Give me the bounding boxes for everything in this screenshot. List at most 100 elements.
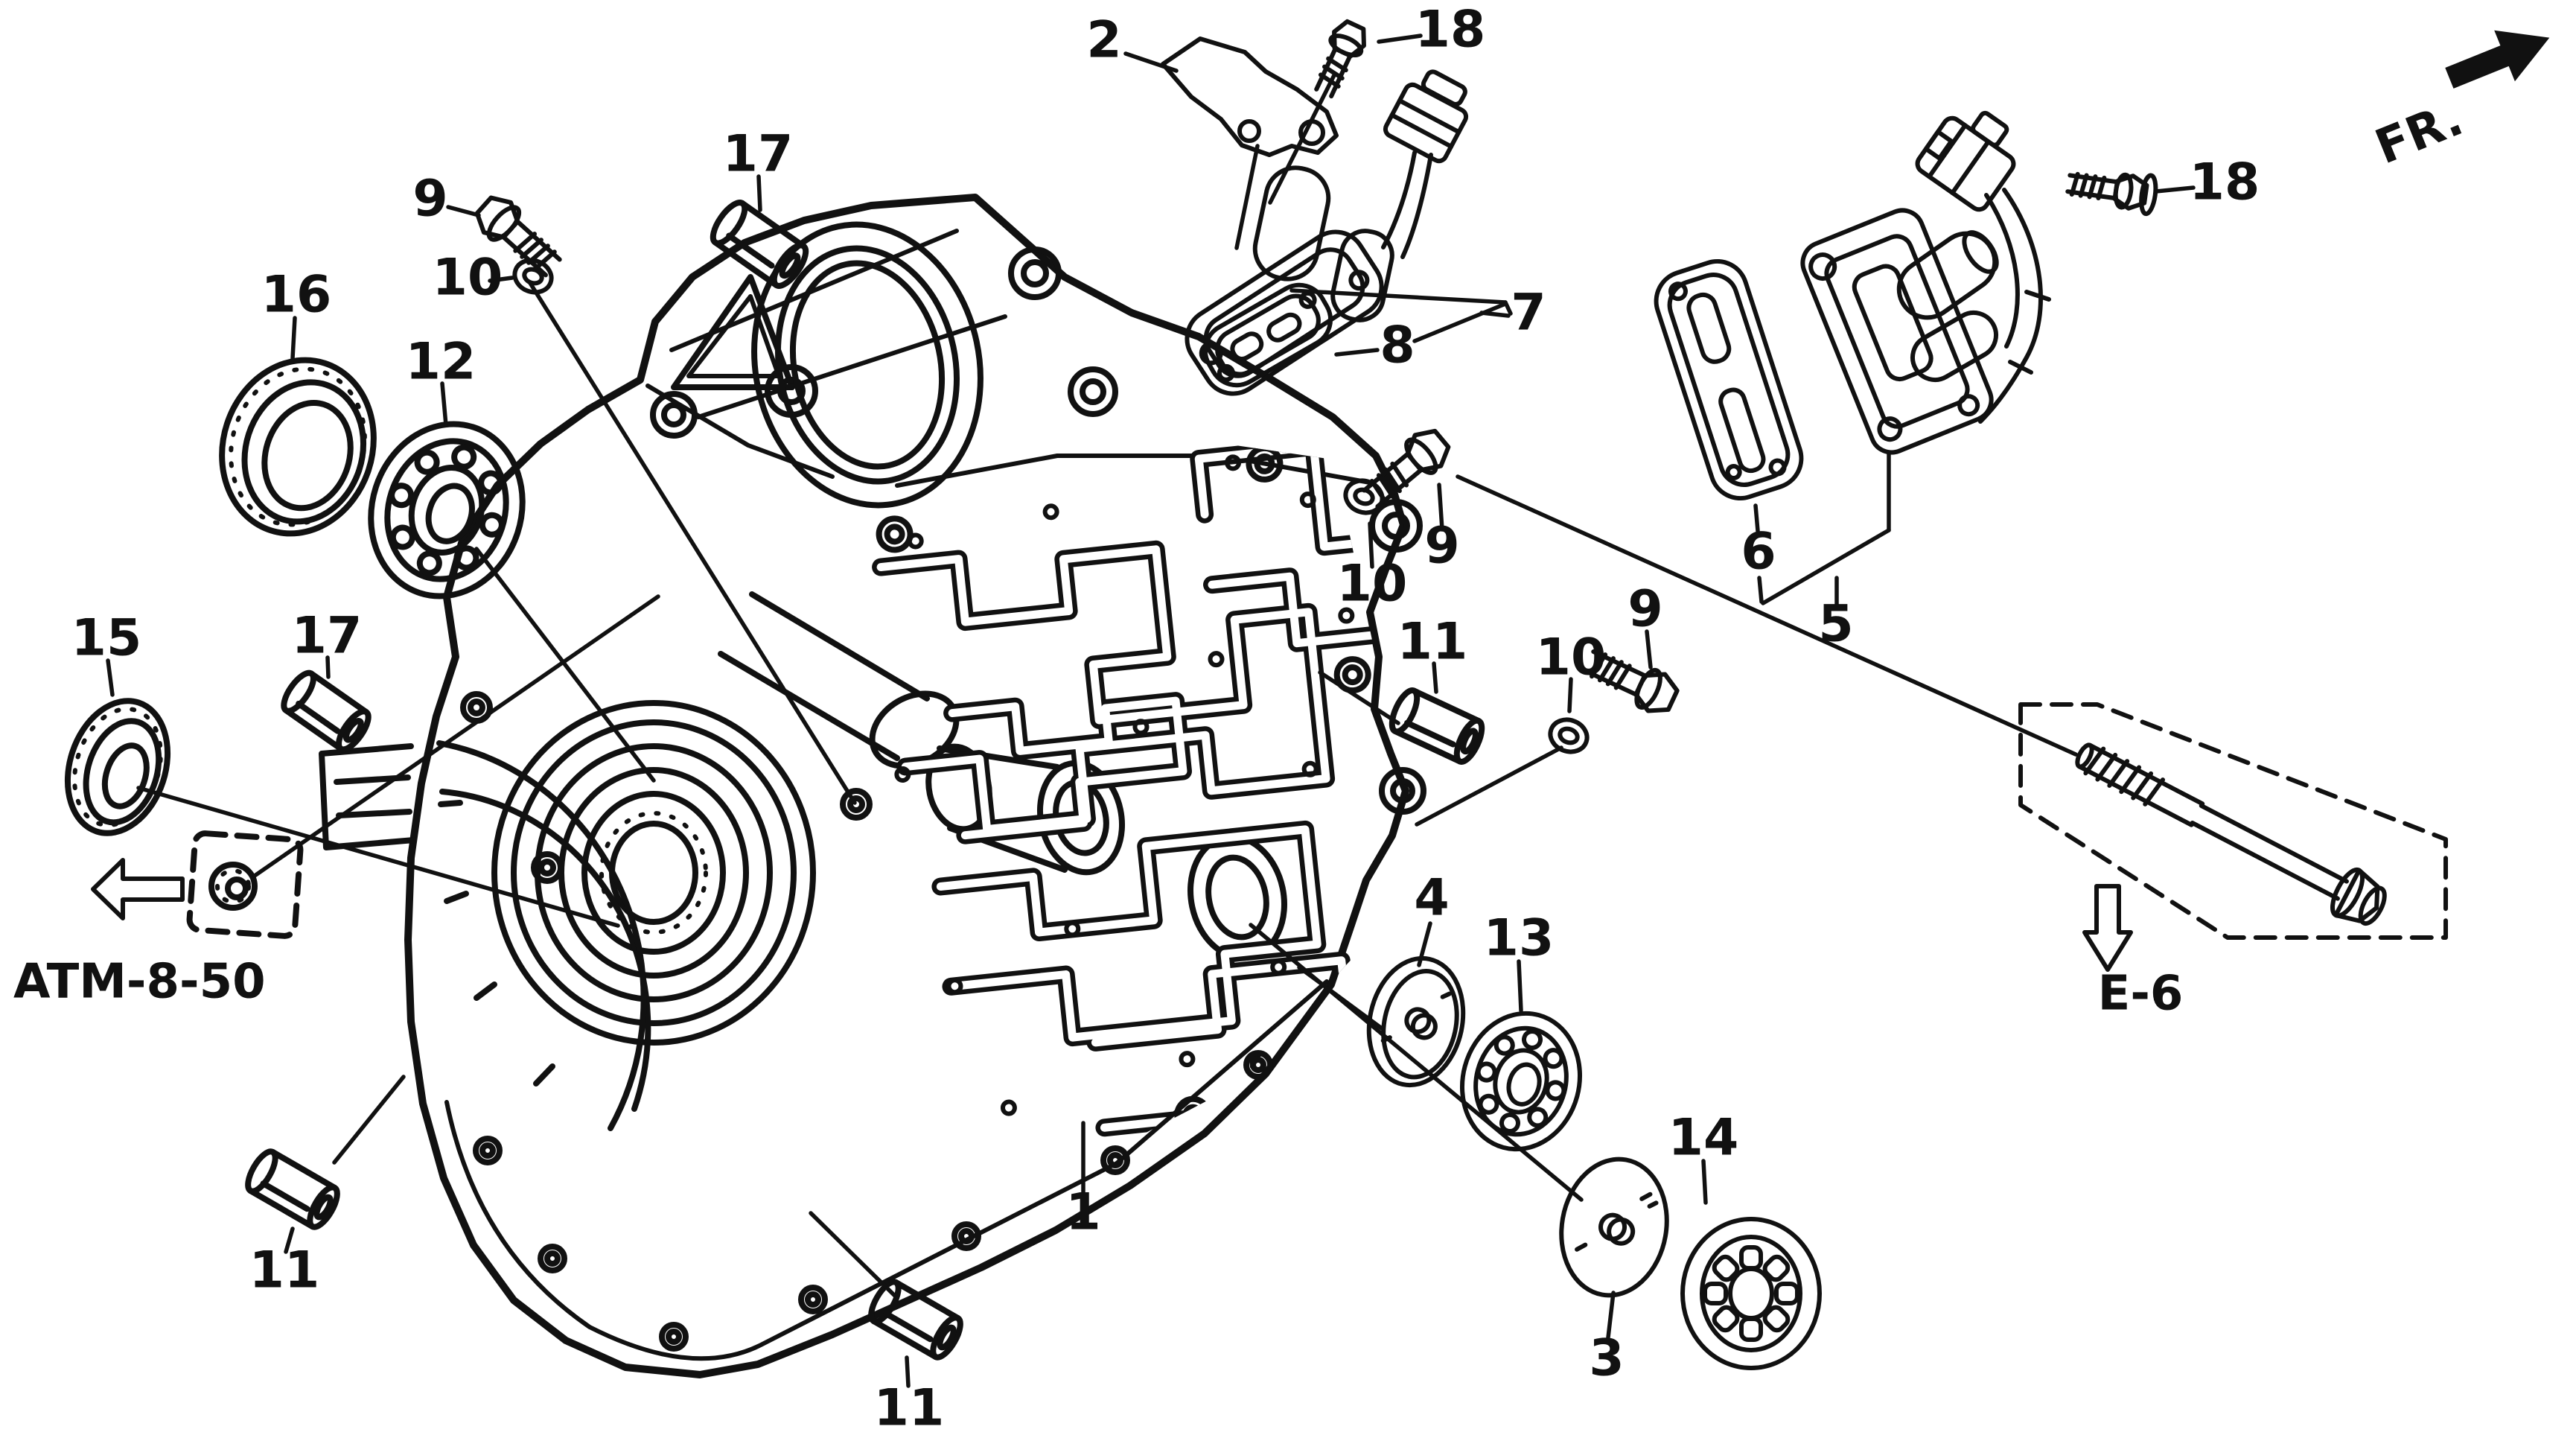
part-15-oil-seal [64, 698, 171, 836]
part-17-dowel-collar [710, 200, 809, 289]
e6-ref-label: E-6 [2098, 967, 2184, 1022]
leader-line [1567, 677, 1573, 713]
fr-arrow-icon [2445, 30, 2550, 89]
callout-18: 18 [1415, 1, 1486, 60]
part-9-flange-bolt [1582, 649, 1680, 713]
callout-14: 14 [1668, 1109, 1739, 1168]
leader-line [1701, 1159, 1708, 1205]
leader-line [1297, 965, 1384, 1031]
leader-line [1645, 629, 1653, 669]
leader-line [1761, 528, 1891, 605]
callout-18: 18 [2190, 153, 2260, 212]
part-8-gasket [1202, 282, 1333, 388]
atm-ref-label: ATM-8-50 [13, 955, 266, 1010]
callout-10: 10 [1337, 555, 1408, 614]
e6-down-arrow-icon [2082, 884, 2133, 972]
leader-line [1437, 483, 1444, 532]
callout-15: 15 [71, 609, 142, 668]
atm-ref-group: ATM-8-50 [13, 858, 266, 1010]
part-17-dowel-collar [281, 669, 372, 753]
leader-line [1415, 745, 1563, 827]
callout-9: 9 [1627, 580, 1662, 639]
leader-line [290, 316, 297, 360]
leader-line [1757, 576, 1764, 604]
part-2-harness-bracket [1161, 36, 1339, 157]
leader-line [1234, 144, 1260, 250]
leader-line [488, 276, 514, 283]
fr-direction-label: FR. [2368, 92, 2471, 176]
callout-12: 12 [406, 333, 476, 392]
part-11-collar [1389, 687, 1485, 765]
atm-ref-grommet [186, 830, 304, 939]
part-18-bolt [1314, 19, 1366, 99]
leader-line [1753, 503, 1760, 533]
leader-line [1412, 302, 1508, 343]
callout-11: 11 [874, 1379, 945, 1438]
torque-converter-housing [319, 194, 1426, 1378]
leader-line [1123, 51, 1179, 73]
callout-9: 9 [1424, 517, 1459, 576]
leader-line [1606, 1291, 1616, 1340]
e6-ref-group: E-6 [2018, 702, 2448, 1022]
callout-11: 11 [1397, 613, 1468, 672]
e6-flange-bolt [2075, 742, 2387, 926]
leader-line [446, 205, 481, 217]
callout-2: 2 [1086, 11, 1121, 70]
leader-line [1456, 474, 2078, 757]
part-10-washer [1548, 717, 1590, 754]
leader-line [106, 658, 115, 697]
leader-line [284, 1227, 295, 1254]
callout-8: 8 [1380, 316, 1415, 375]
leader-line [1517, 959, 1523, 1013]
part-10-washer [1343, 478, 1385, 515]
callout-17: 17 [723, 125, 794, 184]
callout-6: 6 [1741, 523, 1776, 582]
leader-line [1377, 34, 1423, 44]
callout-10: 10 [433, 249, 503, 308]
callout-17: 17 [292, 607, 363, 666]
leader-line [1417, 921, 1432, 967]
leader-line [528, 281, 857, 805]
valve-body-channels [872, 437, 1414, 1137]
callout-11: 11 [249, 1241, 320, 1300]
callout-10: 10 [1536, 629, 1607, 687]
callout-1: 1 [1065, 1183, 1100, 1242]
part-6-gasket [1654, 258, 1804, 501]
leader-line [1318, 670, 1400, 725]
part-11-collar [245, 1148, 340, 1230]
leader-line [1432, 661, 1438, 694]
callout-3: 3 [1589, 1329, 1624, 1388]
fr-direction-group: FR. [2368, 30, 2550, 176]
torque-converter-bore [436, 700, 816, 1131]
part-5-sensor-plate [1800, 110, 2051, 455]
leader-line [440, 381, 448, 427]
leader-line [1334, 348, 1380, 357]
part-12-ball-bearing [368, 421, 526, 599]
callout-9: 9 [412, 170, 447, 229]
callout-4: 4 [1414, 869, 1449, 928]
leader-line [252, 594, 660, 878]
leader-line [756, 174, 762, 212]
part-18-bolt [2065, 171, 2158, 217]
callout-16: 16 [261, 266, 332, 325]
atm-left-arrow-icon [91, 858, 185, 920]
leader-line [136, 786, 620, 928]
leader-lines [106, 34, 2196, 1388]
leader-line [2154, 185, 2196, 194]
leader-line [1268, 71, 1337, 205]
callout-5: 5 [1818, 595, 1853, 654]
leader-line [332, 1075, 406, 1165]
part-3-washer-plate [1559, 1157, 1669, 1298]
leader-line [809, 1211, 899, 1299]
part-16-oil-seal [219, 357, 377, 537]
part-13-ball-bearing [1459, 1011, 1583, 1152]
callout-7: 7 [1511, 284, 1546, 343]
leader-line [905, 1355, 911, 1388]
flange-bolt-holes [460, 691, 1273, 1352]
leader-line [474, 547, 656, 783]
part-14-roller-bearing [1680, 1217, 1822, 1370]
leader-line [1368, 521, 1374, 569]
